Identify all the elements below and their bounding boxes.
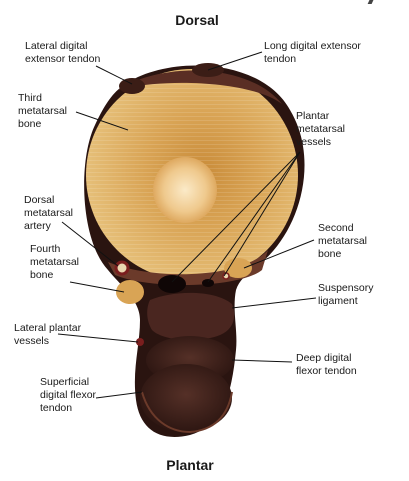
leader-plantar-vessels-2: [207, 151, 301, 283]
label-third-metatarsal-bone: Third metatarsal bone: [18, 92, 68, 130]
heading-plantar: Plantar: [166, 457, 214, 473]
leader-second-metatarsal: [243, 239, 315, 269]
lateral-plantar-vessels: [136, 338, 144, 346]
label-fourth-metatarsal-bone: Fourth metatarsal bone: [30, 243, 80, 281]
dorsal-metatarsal-artery: [114, 260, 130, 276]
leader-plantar-vessels-1: [171, 151, 301, 283]
leader-superficial-flexor: [95, 391, 143, 399]
plantar-vessel-large: [158, 275, 186, 293]
label-dorsal-metatarsal-artery: Dorsal metatarsal artery: [24, 194, 74, 232]
second-metatarsal-bone: [224, 258, 252, 278]
leader-dorsal-artery: [61, 221, 119, 267]
label-second-metatarsal-bone: Second metatarsal bone: [318, 222, 368, 260]
leader-third-metatarsal: [75, 111, 129, 131]
dorsal-skin-layer: [118, 70, 282, 104]
leader-lateral-plantar: [57, 333, 139, 343]
fourth-metatarsal-bone: [116, 280, 144, 304]
tendon-sheath: [141, 391, 233, 434]
leader-suspensory: [231, 297, 317, 309]
label-deep-digital-flexor-tendon: Deep digital flexor tendon: [296, 352, 357, 377]
suspensory-ligament: [147, 292, 235, 340]
label-long-digital-extensor-tendon: Long digital extensor tendon: [264, 40, 361, 65]
leader-plantar-vessels-3: [223, 151, 301, 277]
leader-fourth-metatarsal: [69, 281, 125, 293]
plantar-vessel-dot: [222, 272, 230, 280]
leader-deep-flexor: [231, 359, 293, 363]
superficial-digital-flexor-tendon: [140, 364, 232, 432]
leader-lines: [57, 51, 317, 399]
marrow-cavity: [153, 157, 217, 223]
leader-lateral-extensor: [95, 65, 133, 85]
lateral-extensor-tendon: [119, 78, 145, 94]
label-superficial-digital-flexor-tendon: Superficial digital flexor tendon: [40, 376, 97, 414]
label-suspensory-ligament: Suspensory ligament: [318, 282, 374, 307]
label-lateral-digital-extensor-tendon: Lateral digital extensor tendon: [25, 40, 101, 65]
plantar-vessel-small: [202, 279, 214, 287]
label-plantar-metatarsal-vessels: Plantar metatarsal vessels: [296, 110, 346, 148]
label-lateral-plantar-vessels: Lateral plantar vessels: [14, 322, 82, 347]
leader-long-extensor: [207, 51, 263, 71]
heading-dorsal: Dorsal: [175, 12, 219, 28]
